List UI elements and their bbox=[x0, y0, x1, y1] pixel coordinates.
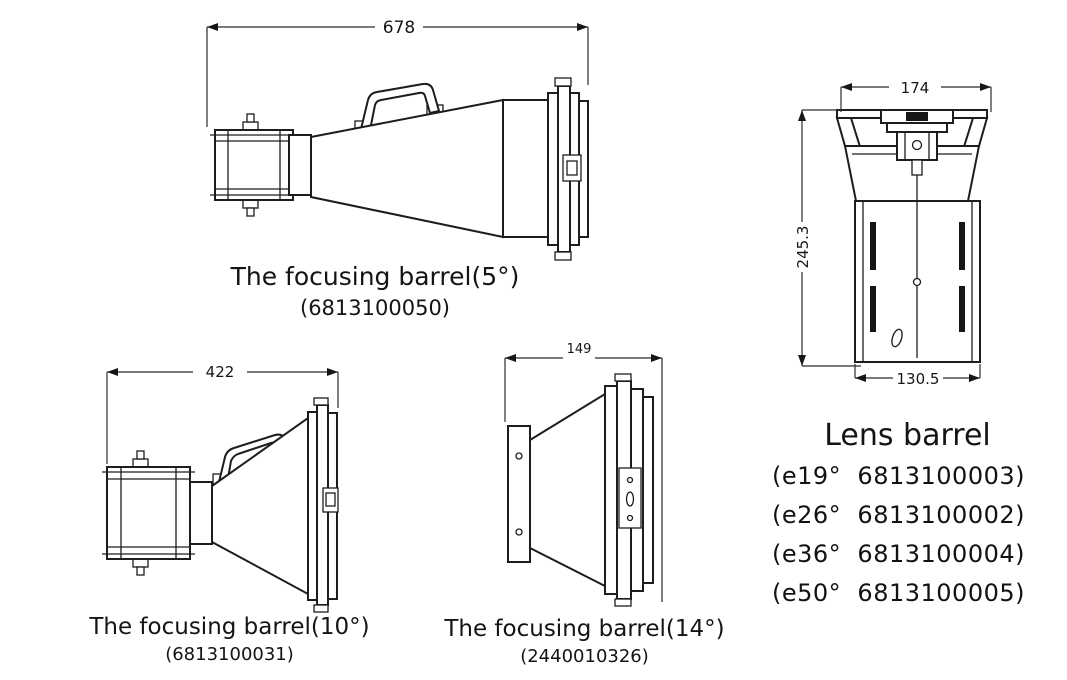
barrel-14-body bbox=[507, 373, 654, 607]
dimension-245-3: 245.3 bbox=[794, 109, 861, 367]
barrel-10-part-number: (6813100031) bbox=[165, 644, 294, 665]
lens-barrel-drawing: 174 245.3 130.5 bbox=[794, 79, 992, 388]
lens-variant-e26: (e26° 6813100002) bbox=[772, 501, 1025, 529]
barrel-14-part-number: (2440010326) bbox=[520, 646, 649, 667]
dim-678-label: 678 bbox=[383, 18, 415, 38]
lens-barrel-title: Lens barrel bbox=[824, 418, 991, 453]
dimension-678: 678 bbox=[206, 18, 589, 127]
barrel-14-title: The focusing barrel(14°) bbox=[444, 616, 725, 642]
dim-422-label: 422 bbox=[206, 363, 235, 381]
barrel-5-body bbox=[210, 77, 589, 261]
dim-174-label: 174 bbox=[901, 79, 930, 97]
dimension-149: 149 bbox=[504, 342, 663, 602]
barrel-5-part-number: (6813100050) bbox=[300, 296, 450, 320]
dim-245-3-label: 245.3 bbox=[794, 226, 812, 269]
dimension-174: 174 bbox=[840, 79, 992, 112]
dimension-422: 422 bbox=[106, 363, 339, 464]
lens-variant-e19: (e19° 6813100003) bbox=[772, 462, 1025, 490]
barrel-10-body bbox=[102, 397, 339, 613]
dim-149-label: 149 bbox=[567, 342, 592, 357]
barrel-5-title: The focusing barrel(5°) bbox=[230, 262, 520, 291]
dimension-130-5: 130.5 bbox=[854, 364, 981, 388]
lens-variant-e50: (e50° 6813100005) bbox=[772, 579, 1025, 607]
focusing-barrel-5-drawing: 678 bbox=[206, 18, 589, 261]
dim-130-5-label: 130.5 bbox=[897, 370, 940, 388]
focusing-barrel-10-drawing: 422 bbox=[102, 363, 339, 613]
focusing-barrel-14-drawing: 149 bbox=[504, 342, 663, 607]
barrel-10-title: The focusing barrel(10°) bbox=[89, 614, 370, 640]
lens-variant-e36: (e36° 6813100004) bbox=[772, 540, 1025, 568]
lens-barrel-variant-list: (e19° 6813100003) (e26° 6813100002) (e36… bbox=[772, 457, 1064, 613]
lens-barrel-body bbox=[835, 109, 989, 363]
